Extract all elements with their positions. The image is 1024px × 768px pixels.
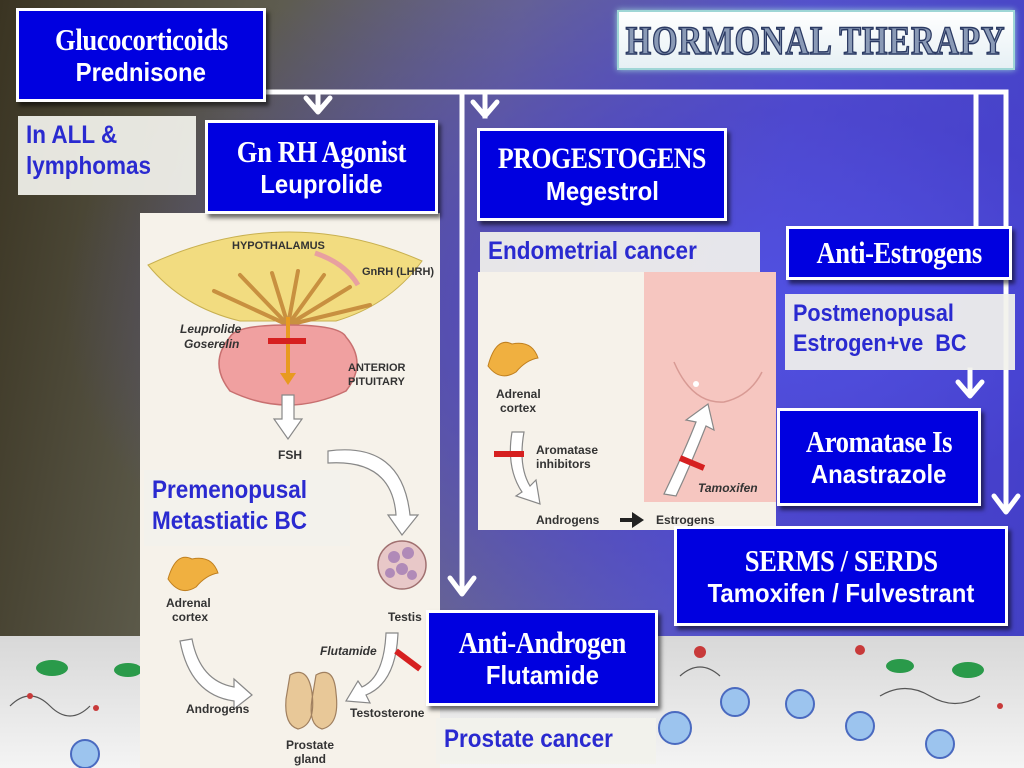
- gnrh-agonist-box: Gn RH Agonist Leuprolide: [205, 120, 438, 214]
- fig-left-adrenal-label-2: cortex: [172, 610, 208, 624]
- anti-androgen-title: Anti-Androgen: [458, 624, 626, 660]
- fig-left-prostate-label-2: gland: [294, 752, 326, 766]
- aromatase-inhibitors-title: Aromatase Is: [805, 423, 953, 459]
- glucocorticoids-title: Glucocorticoids: [54, 21, 228, 57]
- progestogens-note-line-1: Endometrial cancer: [488, 237, 697, 265]
- glucocorticoids-note: In ALL & lymphomas: [18, 116, 196, 195]
- anti-estrogens-box: Anti-Estrogens: [786, 226, 1012, 280]
- anti-estrogens-note-line-2: Estrogen+ve BC: [793, 330, 967, 357]
- slide-title: HORMONAL THERAPY: [626, 17, 1006, 64]
- gnrh-agonist-title: Gn RH Agonist: [236, 133, 407, 169]
- aromatase-inhibitors-box: Aromatase Is Anastrazole: [777, 408, 981, 506]
- progestogens-note: Endometrial cancer: [480, 232, 760, 272]
- fig-right-adrenal-label-2: cortex: [500, 401, 536, 415]
- glucocorticoids-note-line-1: In ALL &: [26, 121, 118, 149]
- gnrh-agonist-drug: Leuprolide: [260, 169, 383, 200]
- serms-serds-drug: Tamoxifen / Fulvestrant: [707, 578, 975, 609]
- anti-estrogens-note-line-1: Postmenopusal: [793, 300, 954, 327]
- breast-shape: [644, 272, 776, 502]
- anti-androgen-note-line-1: Prostate cancer: [444, 725, 613, 753]
- slide-title-box: HORMONAL THERAPY: [617, 10, 1015, 70]
- fig-left-drug-label-1: Leuprolide: [180, 322, 242, 336]
- adrenal-shape-right: [487, 341, 539, 377]
- fig-right-tamoxifen-label: Tamoxifen: [698, 481, 758, 495]
- fig-right-androgens-label: Androgens: [536, 513, 600, 527]
- anti-androgen-box: Anti-Androgen Flutamide: [426, 610, 658, 706]
- aromatase-pathway-figure: Adrenal cortex Aromatase inhibitors Tamo…: [478, 272, 776, 530]
- anti-androgen-note: Prostate cancer: [436, 718, 656, 764]
- fig-left-gnrh-label: GnRH (LHRH): [362, 266, 434, 278]
- anti-androgen-drug: Flutamide: [485, 660, 599, 691]
- gnrh-agonist-note: Premenopusal Metastiatic BC: [144, 470, 350, 546]
- hypothalamus-shape: [147, 231, 423, 322]
- fig-left-drug-label-2: Goserelin: [184, 337, 239, 351]
- glucocorticoids-box: Glucocorticoids Prednisone: [16, 8, 266, 102]
- glucocorticoids-drug: Prednisone: [75, 57, 207, 88]
- aromatase-inhibitors-drug: Anastrazole: [811, 459, 947, 490]
- fig-left-fsh-label: FSH: [278, 448, 302, 462]
- gnrh-agonist-note-line-1: Premenopusal: [152, 476, 308, 504]
- anti-estrogens-title: Anti-Estrogens: [816, 235, 982, 271]
- anti-estrogens-note: Postmenopusal Estrogen+ve BC: [785, 294, 1015, 370]
- fig-left-pituitary-label-1: ANTERIOR: [348, 362, 406, 374]
- fig-right-aromatase-label-1: Aromatase: [536, 443, 598, 457]
- fig-left-testis-label: Testis: [388, 610, 422, 624]
- fig-left-adrenal-label-1: Adrenal: [166, 596, 211, 610]
- gnrh-agonist-note-line-2: Metastiatic BC: [152, 507, 308, 536]
- fig-left-testosterone-label: Testosterone: [350, 706, 425, 720]
- fig-left-pituitary-label-2: PITUITARY: [348, 376, 405, 388]
- serms-serds-box: SERMS / SERDS Tamoxifen / Fulvestrant: [674, 526, 1008, 626]
- fig-right-aromatase-label-2: inhibitors: [536, 457, 591, 471]
- adrenal-shape-left: [167, 556, 219, 592]
- fig-left-hypothalamus-label: HYPOTHALAMUS: [232, 240, 325, 252]
- progestogens-drug: Megestrol: [545, 176, 659, 207]
- progestogens-box: PROGESTOGENS Megestrol: [477, 128, 727, 221]
- fig-left-prostate-label-1: Prostate: [286, 738, 334, 752]
- serms-serds-title: SERMS / SERDS: [744, 542, 938, 578]
- prostate-shape: [285, 671, 338, 730]
- glucocorticoids-note-line-2: lymphomas: [26, 152, 152, 181]
- fig-left-flutamide-label: Flutamide: [320, 644, 377, 658]
- progestogens-title: PROGESTOGENS: [497, 141, 706, 175]
- fig-left-androgens-label: Androgens: [186, 702, 250, 716]
- fig-right-estrogens-label: Estrogens: [656, 513, 715, 527]
- fig-right-adrenal-label-1: Adrenal: [496, 387, 541, 401]
